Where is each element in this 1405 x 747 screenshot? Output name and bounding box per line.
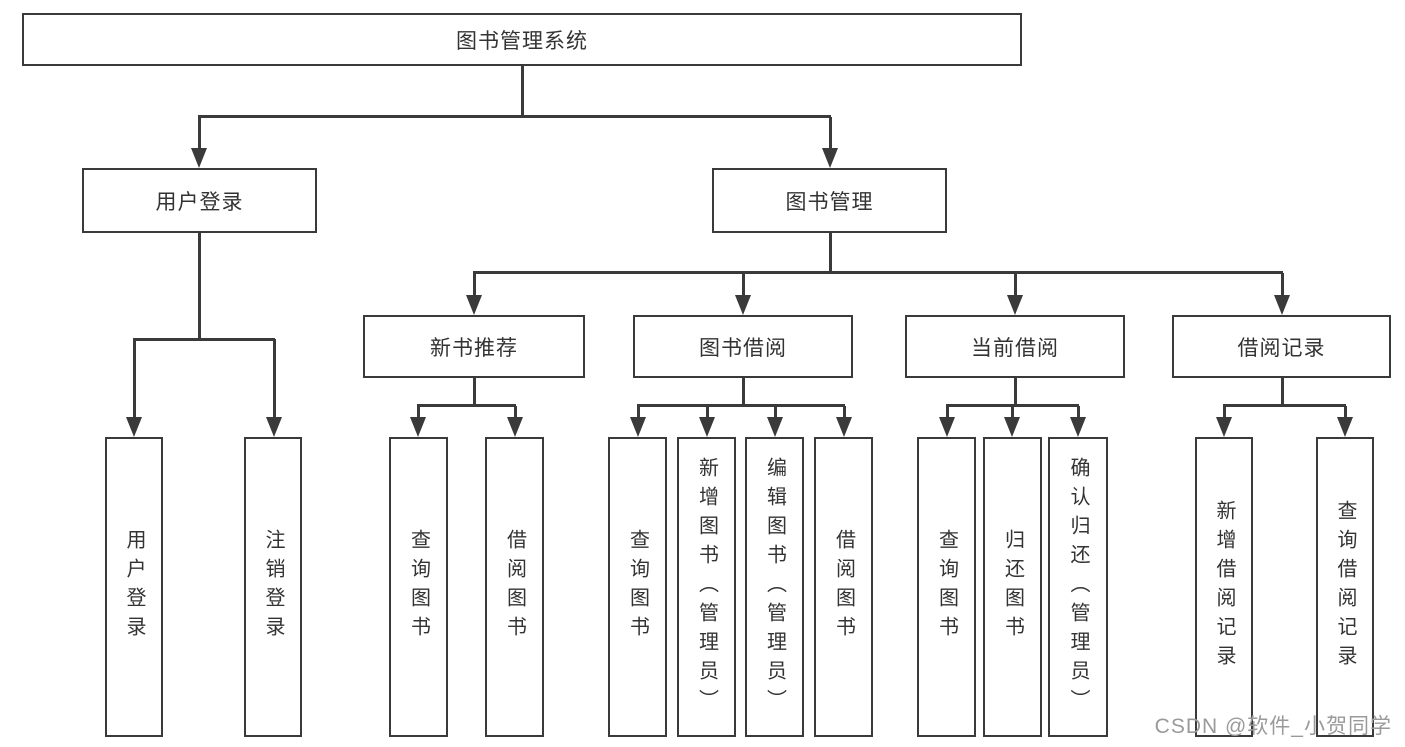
leaf-add-borrow-record: 新增借阅记录 [1195,437,1253,737]
connector-line [773,406,777,423]
leaf-add-books-admin: 新增图书（管理员） [677,437,736,737]
leaf-query-books-recommend-label: 查询图书 [407,529,430,645]
arrowhead-icon [939,417,955,437]
leaf-logout: 注销登录 [244,437,302,737]
connector-line [416,406,420,423]
connector-line [417,403,516,407]
node-library-system: 图书管理系统 [22,13,1022,66]
leaf-query-books-borrowing-label: 查询图书 [626,529,649,645]
leaf-borrow-books-borrowing-label: 借阅图书 [832,529,855,645]
connector-line [1280,378,1284,406]
connector-line [1343,406,1347,423]
leaf-confirm-return-admin-label: 确认归还（管理员） [1067,456,1089,718]
arrowhead-icon [466,295,482,315]
node-new-book-recommend-label: 新书推荐 [430,336,518,360]
leaf-borrow-books-recommend-label: 借阅图书 [503,529,526,645]
leaf-add-borrow-record-label: 新增借阅记录 [1213,500,1235,674]
arrowhead-icon [1337,417,1353,437]
leaf-user-login-label: 用户登录 [123,529,145,645]
arrowhead-icon [1274,295,1290,315]
leaf-edit-books-admin: 编辑图书（管理员） [745,437,804,737]
connector-line [828,117,832,152]
connector-line [1222,406,1226,423]
leaf-query-borrow-record-label: 查询借阅记录 [1334,500,1356,674]
arrowhead-icon [836,417,852,437]
connector-line [472,378,476,406]
node-current-borrowing: 当前借阅 [905,315,1125,378]
connector-line [828,233,832,273]
arrowhead-icon [126,417,142,437]
connector-line [473,270,1283,274]
connector-line [842,406,846,423]
connector-line [1013,378,1017,406]
connector-line [198,114,831,118]
connector-line [520,66,524,117]
arrowhead-icon [266,417,282,437]
leaf-edit-books-admin-label: 编辑图书（管理员） [763,456,786,718]
arrowhead-icon [410,417,426,437]
arrowhead-icon [822,148,838,168]
node-user-login-label: 用户登录 [155,190,244,214]
leaf-query-borrow-record: 查询借阅记录 [1316,437,1374,737]
leaf-logout-label: 注销登录 [262,529,284,645]
leaf-query-books-borrowing: 查询图书 [608,437,667,737]
node-new-book-recommend: 新书推荐 [363,315,585,378]
connector-line [637,403,845,407]
connector-line [132,339,136,423]
arrowhead-icon [1070,417,1086,437]
connector-line [1076,406,1080,423]
arrowhead-icon [191,148,207,168]
leaf-user-login: 用户登录 [105,437,163,737]
connector-line [513,406,517,423]
node-book-borrowing-label: 图书借阅 [699,336,787,360]
arrowhead-icon [630,417,646,437]
node-book-borrowing: 图书借阅 [633,315,853,378]
connector-line [1010,406,1014,423]
connector-line [197,233,201,340]
connector-line [946,403,1079,407]
arrowhead-icon [1007,295,1023,315]
connector-line [636,406,640,423]
node-user-login: 用户登录 [82,168,317,233]
connector-line [945,406,949,423]
connector-line [705,406,709,423]
leaf-borrow-books-recommend: 借阅图书 [485,437,544,737]
connector-line [741,273,745,299]
node-library-system-label: 图书管理系统 [456,29,588,53]
connector-line [272,339,276,423]
arrowhead-icon [1004,417,1020,437]
connector-line [1013,273,1017,299]
watermark: CSDN @软件_小贺同学 [1154,715,1392,738]
leaf-return-books: 归还图书 [983,437,1042,737]
arrowhead-icon [1216,417,1232,437]
arrowhead-icon [767,417,783,437]
leaf-query-books-current-label: 查询图书 [935,529,958,645]
leaf-return-books-label: 归还图书 [1001,529,1024,645]
connector-line [197,117,201,152]
connector-line [472,273,476,299]
node-book-management: 图书管理 [712,168,947,233]
node-current-borrowing-label: 当前借阅 [971,336,1059,360]
node-book-management-label: 图书管理 [785,190,874,214]
leaf-query-books-recommend: 查询图书 [389,437,448,737]
leaf-query-books-current: 查询图书 [917,437,976,737]
arrowhead-icon [507,417,523,437]
leaf-borrow-books-borrowing: 借阅图书 [814,437,873,737]
connector-line [1280,273,1284,299]
connector-line [1223,403,1346,407]
leaf-confirm-return-admin: 确认归还（管理员） [1048,437,1108,737]
leaf-add-books-admin-label: 新增图书（管理员） [695,456,718,718]
node-borrow-records-label: 借阅记录 [1237,336,1326,360]
arrowhead-icon [735,295,751,315]
connector-line [741,378,745,406]
arrowhead-icon [699,417,715,437]
node-borrow-records: 借阅记录 [1172,315,1391,378]
connector-line [133,337,275,341]
